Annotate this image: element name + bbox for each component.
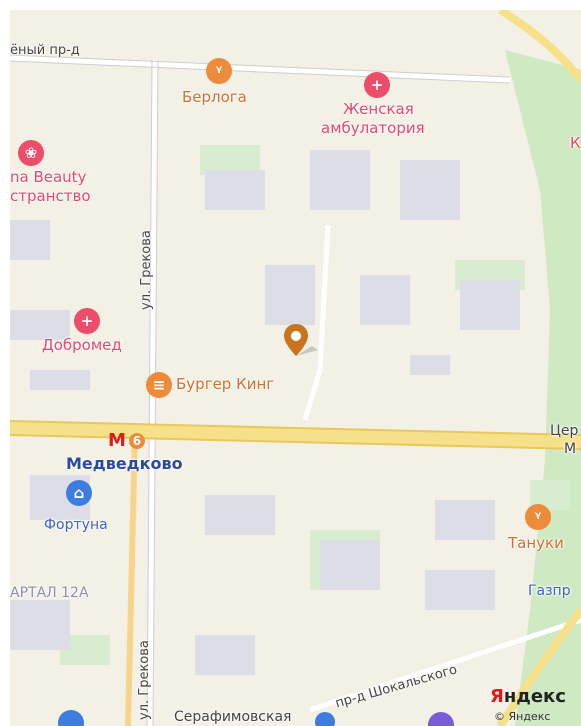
metro-station-label[interactable]: Медведково: [66, 454, 183, 473]
main-road: [10, 422, 581, 448]
shopping-bag-icon[interactable]: [58, 710, 84, 726]
map-canvas[interactable]: ᵞ + ❀ + ≡ ⌂ ᵞ М 6 ёный пр-д Берлога Женс…: [10, 10, 581, 726]
street-label-top-passage: ёный пр-д: [10, 43, 80, 58]
poi-label-serafimovskaya[interactable]: Серафимовская: [174, 709, 292, 725]
map-base: [10, 10, 581, 726]
yandex-logo[interactable]: Яндекс: [490, 686, 566, 707]
fork-knife-icon[interactable]: ᵞ: [206, 58, 232, 84]
poi-label-berloga[interactable]: Берлога: [182, 88, 247, 106]
poi-label-beauty-1[interactable]: na Beauty: [10, 168, 87, 186]
poi-label-beauty-2[interactable]: странство: [10, 187, 91, 205]
area-label-kvartal: АРТАЛ 12А: [10, 585, 89, 601]
metro-m-icon: М: [108, 430, 126, 451]
poi-label-gazprom[interactable]: Газпр: [528, 583, 571, 599]
park: [505, 50, 581, 726]
poi-label-women-clinic-1[interactable]: Женская: [343, 100, 414, 118]
medical-cross-icon[interactable]: +: [74, 308, 100, 334]
burger-icon[interactable]: ≡: [146, 372, 172, 398]
poi-label-fortuna[interactable]: Фортуна: [44, 517, 108, 533]
poi-label-women-clinic-2[interactable]: амбулатория: [321, 119, 425, 137]
fork-knife-icon[interactable]: ᵞ: [525, 504, 551, 530]
label-right-partial-1: Цер: [550, 423, 579, 439]
lotus-icon[interactable]: ❀: [18, 140, 44, 166]
street-label-grekova-top: ул. Грекова: [139, 230, 154, 310]
location-pin-icon[interactable]: [282, 322, 322, 370]
medical-cross-icon[interactable]: +: [364, 72, 390, 98]
poi-label-right-partial[interactable]: К: [570, 134, 581, 152]
shopping-bag-icon[interactable]: ⌂: [66, 480, 92, 506]
metro-line-badge: 6: [128, 432, 145, 449]
poi-label-burger-king[interactable]: Бургер Кинг: [176, 375, 275, 393]
metro-marker[interactable]: М 6: [108, 430, 145, 451]
copyright-text[interactable]: © Яндекс: [494, 710, 551, 723]
street-label-grekova-bottom: ул. Грекова: [137, 640, 152, 720]
poi-label-dobromed[interactable]: Добромед: [42, 336, 122, 354]
label-right-partial-2: М: [564, 441, 577, 457]
shopping-bag-icon[interactable]: [428, 712, 454, 726]
poi-label-tanuki[interactable]: Тануки: [508, 534, 564, 552]
poi-icon[interactable]: [315, 712, 335, 726]
